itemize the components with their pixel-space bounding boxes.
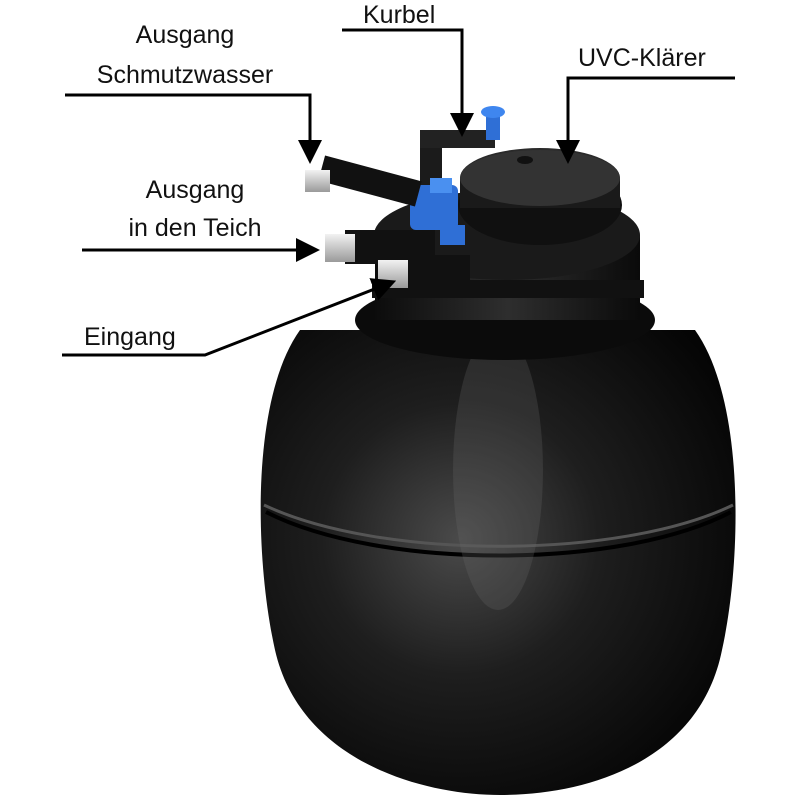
crank-handle xyxy=(420,106,505,190)
inlet-pipe xyxy=(378,255,470,289)
filter-tank xyxy=(260,330,736,795)
multiport-valve xyxy=(410,178,465,245)
eingang-arrow xyxy=(62,278,397,357)
label-schmutz-1: Ausgang xyxy=(135,21,235,49)
label-teich-2: in den Teich xyxy=(128,214,262,242)
kurbel-arrow xyxy=(342,28,474,137)
uvc-arrow xyxy=(556,76,735,164)
dirty-water-outlet-pipe xyxy=(305,155,422,207)
schmutzwasser-arrow xyxy=(65,93,322,164)
label-eingang: Eingang xyxy=(84,323,176,351)
label-uvc: UVC-Klärer xyxy=(578,44,706,72)
label-kurbel: Kurbel xyxy=(363,1,436,29)
label-teich-1: Ausgang xyxy=(145,176,245,204)
label-schmutz-2: Schmutzwasser xyxy=(96,61,274,89)
leader-lines xyxy=(62,28,735,357)
